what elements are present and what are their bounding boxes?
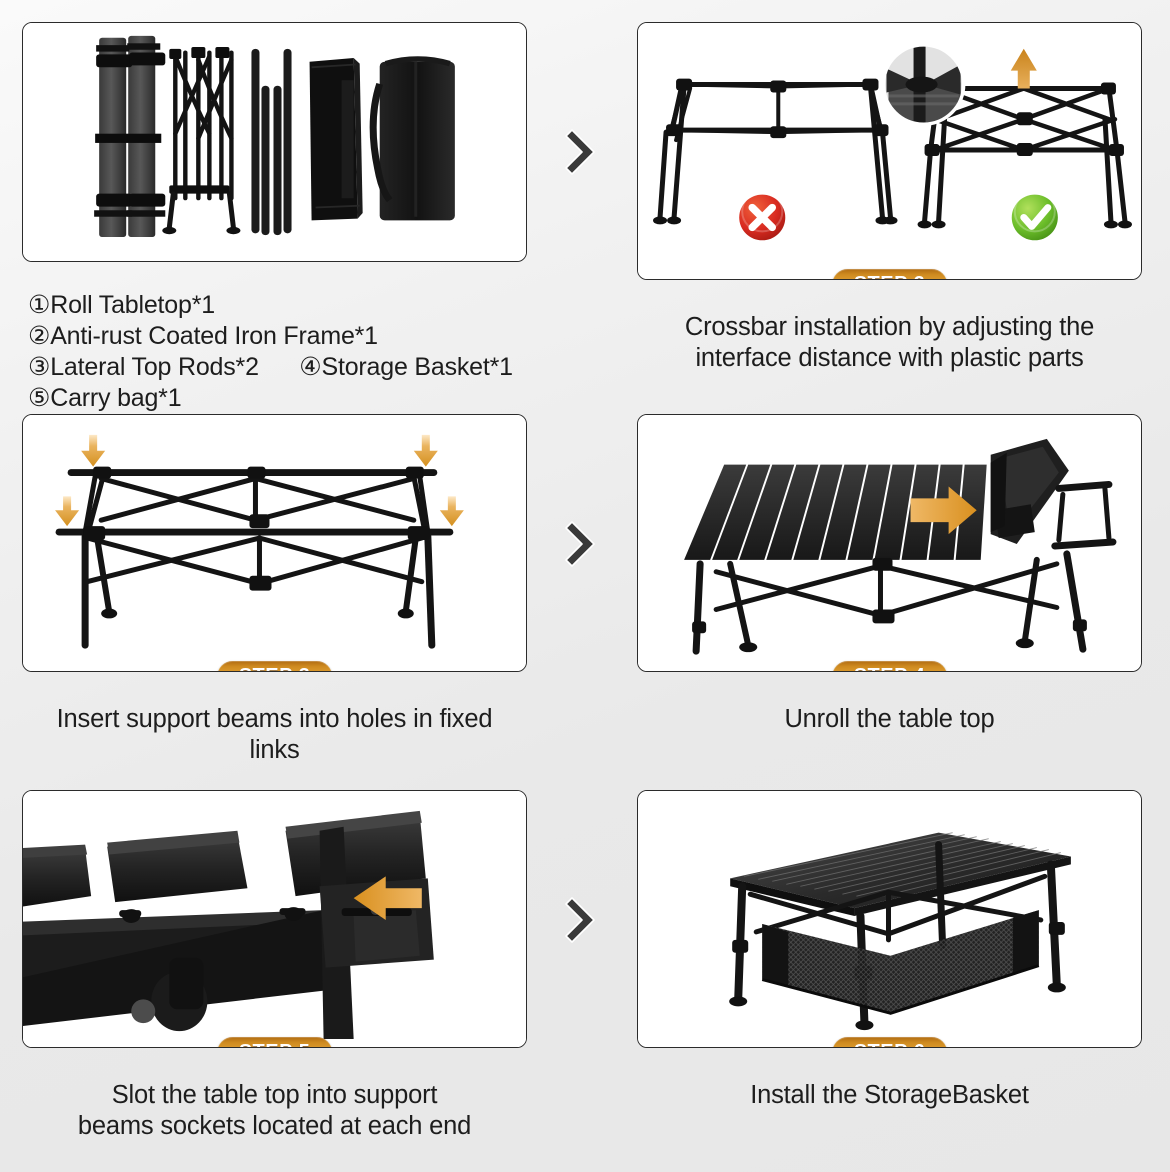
step-6-block: STEP 6 Install the StorageBasket — [637, 790, 1142, 1164]
arrow-down-gold-3 — [55, 496, 80, 527]
step-3-block: STEP 3 Insert support beams into holes i… — [22, 414, 527, 790]
step-1-block: STEP 1 ①Roll Tabletop*1 ②Anti-rust Coate… — [22, 22, 527, 414]
flow-arrow-1-block — [527, 22, 637, 414]
step-3-caption: Insert support beams into holes in fixed… — [22, 704, 527, 766]
step-5-caption-line-2: beams sockets located at each end — [77, 1111, 472, 1140]
step-2-caption: Crossbar installation by adjusting the i… — [637, 312, 1142, 374]
step-1-panel: STEP 1 — [22, 22, 527, 262]
step-4-caption-line-1: Unroll the table top — [784, 705, 995, 733]
arrow-down-gold-2 — [413, 434, 438, 467]
step-5-badge: STEP 5 — [216, 1037, 333, 1047]
chevron-right-icon — [565, 129, 595, 175]
step-6-panel: STEP 6 — [637, 790, 1142, 1048]
chevron-right-icon — [565, 521, 595, 567]
step-3-illustration — [23, 415, 526, 671]
flow-arrow-3 — [527, 894, 637, 946]
arrow-down-gold-1 — [81, 434, 106, 467]
step-3-caption-line-2: links — [249, 735, 300, 764]
step-1-illustration — [23, 23, 526, 261]
step-6-illustration — [638, 791, 1141, 1047]
arrow-down-gold-4 — [439, 496, 464, 527]
step-4-illustration — [638, 415, 1141, 671]
check-mark-icon — [1011, 190, 1058, 241]
flow-arrow-1 — [527, 126, 637, 178]
step-6-caption-line-1: Install the StorageBasket — [750, 1081, 1029, 1109]
cross-mark-icon — [739, 190, 786, 241]
step-5-block: STEP 5 Slot the table top into support b… — [22, 790, 527, 1164]
step-4-block: STEP 4 Unroll the table top — [637, 414, 1142, 790]
steps-row-2: STEP 3 Insert support beams into holes i… — [22, 414, 1148, 790]
step-1-caption-line-2: ②Anti-rust Coated Iron Frame*1 — [28, 322, 378, 350]
step-5-caption: Slot the table top into support beams so… — [22, 1080, 527, 1142]
arrow-up-gold — [1010, 48, 1037, 89]
finished-table-icon — [729, 832, 1071, 1031]
step-2-panel: STEP 2 — [637, 22, 1142, 280]
step-6-caption: Install the StorageBasket — [637, 1080, 1142, 1111]
step-3-caption-line-1: Insert support beams into holes in fixed — [56, 705, 493, 733]
chevron-right-icon — [565, 897, 595, 943]
flow-arrow-2 — [527, 518, 637, 570]
folded-parts-icon — [94, 35, 455, 238]
step-3-panel: STEP 3 — [22, 414, 527, 672]
steps-row-3: STEP 5 Slot the table top into support b… — [22, 790, 1148, 1164]
step-1-caption: ①Roll Tabletop*1 ②Anti-rust Coated Iron … — [22, 290, 527, 414]
step-1-caption-line-3: ③Lateral Top Rods*2 ④Storage Basket*1 — [28, 353, 513, 381]
step-6-badge: STEP 6 — [831, 1037, 948, 1047]
flow-arrow-3-block — [527, 790, 637, 1164]
step-4-panel: STEP 4 — [637, 414, 1142, 672]
step-2-caption-line-1: Crossbar installation by adjusting the — [684, 313, 1095, 341]
support-beam-frame-icon — [55, 434, 464, 649]
arrow-left-gold — [353, 876, 422, 920]
step-4-badge: STEP 4 — [831, 661, 948, 671]
socket-closeup-icon — [23, 791, 526, 1047]
arrow-right-gold — [910, 486, 977, 535]
step-4-caption: Unroll the table top — [637, 704, 1142, 735]
frame-comparison-icon — [653, 43, 1132, 241]
step-5-panel: STEP 5 — [22, 790, 527, 1048]
step-5-caption-line-1: Slot the table top into support — [111, 1081, 438, 1109]
step-2-caption-line-2: interface distance with plastic parts — [695, 343, 1084, 372]
step-2-illustration — [638, 23, 1141, 279]
step-2-badge: STEP 2 — [831, 269, 948, 279]
step-3-badge: STEP 3 — [216, 661, 333, 671]
step-2-block: STEP 2 Crossbar installation by adjustin… — [637, 22, 1142, 414]
unroll-tabletop-icon — [684, 438, 1117, 655]
flow-arrow-2-block — [527, 414, 637, 790]
step-1-caption-line-4: ⑤Carry bag*1 — [28, 384, 182, 412]
step-1-caption-line-1: ①Roll Tabletop*1 — [28, 291, 215, 319]
steps-row-1: STEP 1 ①Roll Tabletop*1 ②Anti-rust Coate… — [22, 22, 1148, 414]
step-5-illustration — [23, 791, 526, 1047]
